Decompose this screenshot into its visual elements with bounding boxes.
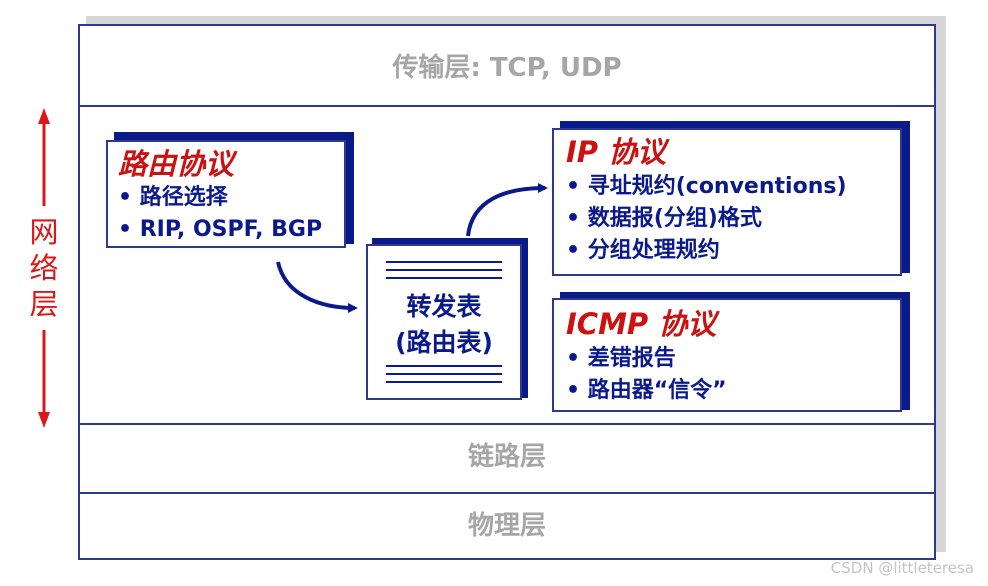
network-layer-double-arrow: [38, 108, 50, 428]
ip-bullet-datagram-format: • 数据报(分组)格式: [566, 206, 762, 231]
routing-table-label: (路由表): [395, 328, 493, 357]
ip-protocol-title: IP 协议: [566, 135, 667, 169]
table-lines-bottom: [386, 365, 502, 383]
network-layer-label: 网络层: [26, 214, 62, 322]
arrow-table-to-ip: [466, 183, 548, 237]
routing-bullet-protocols: • RIP, OSPF, BGP: [118, 217, 323, 242]
divider-network-link: [78, 423, 936, 425]
physical-layer-label: 物理层: [467, 511, 546, 541]
table-lines-top: [386, 261, 502, 279]
arrow-routing-to-table: [276, 261, 358, 313]
icmp-protocol-box: [552, 298, 902, 412]
divider-transport-network: [78, 105, 936, 107]
icmp-bullet-error-reporting: • 差错报告: [566, 346, 676, 371]
ip-protocol-box: [552, 128, 902, 276]
divider-link-physical: [78, 492, 936, 494]
network-layer-text: 网络层: [29, 215, 59, 321]
icmp-protocol-title: ICMP 协议: [566, 307, 717, 341]
forwarding-table-label: 转发表: [406, 292, 482, 321]
link-layer-label: 链路层: [467, 442, 546, 472]
transport-layer-label: 传输层: TCP, UDP: [392, 53, 622, 83]
routing-protocol-title: 路由协议: [118, 147, 235, 181]
ip-bullet-packet-handling: • 分组处理规约: [566, 238, 720, 263]
routing-protocol-box: [106, 140, 346, 248]
ip-bullet-addressing: • 寻址规约(conventions): [566, 174, 847, 199]
routing-bullet-path: • 路径选择: [118, 185, 228, 210]
watermark: CSDN @littleteresa: [830, 559, 974, 577]
icmp-bullet-router-signaling: • 路由器“信令”: [566, 378, 727, 403]
